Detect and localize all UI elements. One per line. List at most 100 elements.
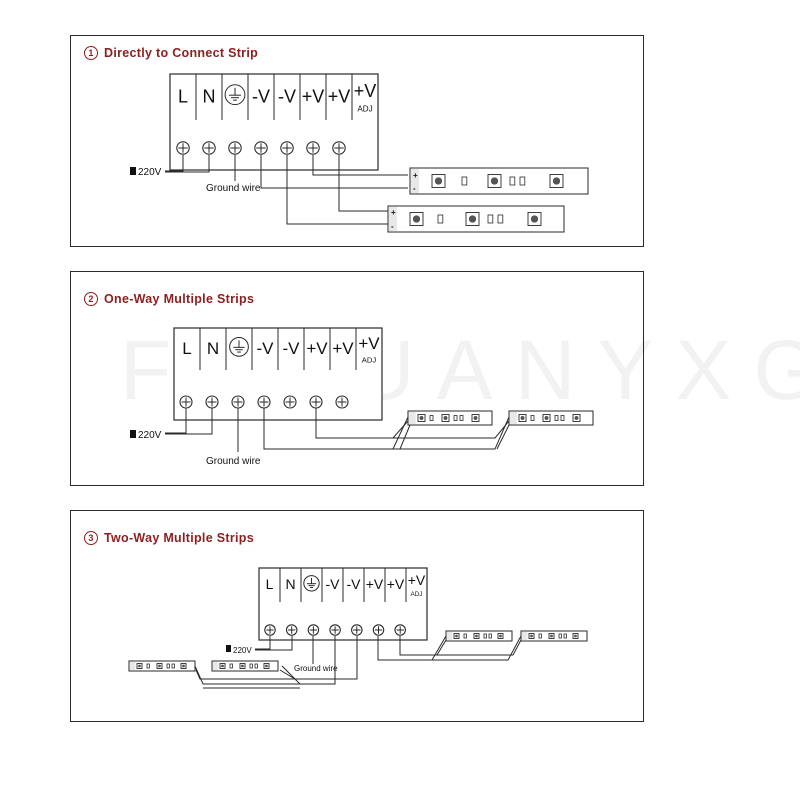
title-text: One-Way Multiple Strips xyxy=(104,292,255,306)
terminal-screw xyxy=(285,624,298,636)
terminal-label: +V xyxy=(387,576,405,592)
resistor xyxy=(461,176,468,186)
wire-pos-strip2 xyxy=(338,155,388,212)
resistor xyxy=(459,415,464,421)
led-dot xyxy=(443,416,448,420)
led-dot xyxy=(241,664,244,668)
strip-minus-label: - xyxy=(391,222,394,231)
terminal-screw xyxy=(176,141,190,155)
ground-icon xyxy=(229,337,249,357)
terminal-label: +V xyxy=(306,339,328,358)
led-dot xyxy=(468,215,477,223)
led-strip-5 xyxy=(445,630,513,642)
wire-pos-left xyxy=(279,636,358,680)
wire-L xyxy=(165,155,184,172)
led-strip-7 xyxy=(128,660,196,672)
led-strip-2 xyxy=(387,205,565,233)
wire-neg-strip2 xyxy=(286,155,388,225)
led-dot xyxy=(434,177,443,185)
terminal-screw xyxy=(394,624,406,636)
ground-ring xyxy=(224,84,246,106)
terminal-screw xyxy=(329,624,341,636)
resistor xyxy=(509,176,516,186)
led-dot xyxy=(544,416,549,420)
led-strip-8 xyxy=(211,660,279,672)
terminal-label: -V xyxy=(278,87,296,107)
led-dot xyxy=(490,177,499,185)
resistor xyxy=(563,633,567,639)
ground-icon xyxy=(224,84,246,106)
led-dot xyxy=(412,215,421,223)
wire-N xyxy=(165,408,213,435)
step-number-2: 2 xyxy=(84,292,98,306)
step-number-1: 1 xyxy=(84,46,98,60)
wire-pos-left-2 xyxy=(195,669,295,680)
plug-icon xyxy=(226,645,231,652)
terminal-label: N xyxy=(203,87,216,107)
terminal-screw xyxy=(228,141,242,155)
terminal-screw xyxy=(202,141,216,155)
terminal-label: +V xyxy=(358,334,380,353)
led-dot xyxy=(499,634,502,638)
strip-plus-label: + xyxy=(391,208,396,217)
wire-pos-strip1 xyxy=(312,155,408,176)
title-text: Directly to Connect Strip xyxy=(104,46,259,60)
wire-pos-right xyxy=(399,636,447,656)
plug-icon xyxy=(130,430,136,438)
strip-connector xyxy=(522,632,528,640)
terminal-screw xyxy=(306,141,320,155)
led-dot xyxy=(574,634,577,638)
power-supply xyxy=(169,73,379,171)
terminal-screw xyxy=(309,395,323,409)
input-voltage-label: 220V xyxy=(138,430,162,441)
resistor xyxy=(483,633,487,639)
wire-L xyxy=(255,636,271,650)
strip-connector xyxy=(130,662,136,670)
wire-N xyxy=(165,155,210,173)
led-dot xyxy=(475,634,478,638)
strip-connector xyxy=(213,662,219,670)
wire-neg-strip1 xyxy=(260,155,408,189)
led-dot xyxy=(265,664,268,668)
resistor xyxy=(463,633,467,639)
wire-pos-right-2 xyxy=(437,639,522,656)
terminal-screw xyxy=(283,395,297,409)
strip-connector xyxy=(510,412,517,424)
led-dot xyxy=(473,416,478,420)
led-dot xyxy=(520,416,525,420)
resistor xyxy=(554,415,559,421)
terminal-screw xyxy=(179,395,193,409)
terminal-label: -V xyxy=(326,576,341,592)
terminal-screw xyxy=(254,141,268,155)
wire-N xyxy=(255,636,293,651)
resistor xyxy=(538,633,542,639)
led-dot xyxy=(182,664,185,668)
terminal-screw xyxy=(264,624,276,636)
wire-neg-right xyxy=(377,635,447,661)
resistor xyxy=(488,633,492,639)
wire-L xyxy=(165,408,187,434)
terminal-screw xyxy=(351,624,363,636)
resistor xyxy=(171,663,175,669)
terminal-label: -V xyxy=(257,339,275,358)
ground-wire-label: Ground wire xyxy=(206,456,261,467)
resistor xyxy=(530,415,535,421)
adj-label: ADJ xyxy=(362,355,377,364)
ground-ring xyxy=(303,575,320,592)
resistor xyxy=(453,415,458,421)
ground-ring xyxy=(229,337,249,357)
wire-neg-left xyxy=(281,636,336,685)
panel-one-way xyxy=(70,271,644,486)
resistor xyxy=(166,663,170,669)
title-text: Two-Way Multiple Strips xyxy=(104,531,254,545)
strip-connector xyxy=(389,207,397,231)
resistor xyxy=(497,214,504,224)
resistor xyxy=(249,663,253,669)
panel-direct xyxy=(70,35,644,247)
resistor xyxy=(254,663,258,669)
ground-wire-label: Ground wire xyxy=(294,664,338,673)
strip-minus-label: - xyxy=(413,184,416,193)
led-dot xyxy=(158,664,161,668)
